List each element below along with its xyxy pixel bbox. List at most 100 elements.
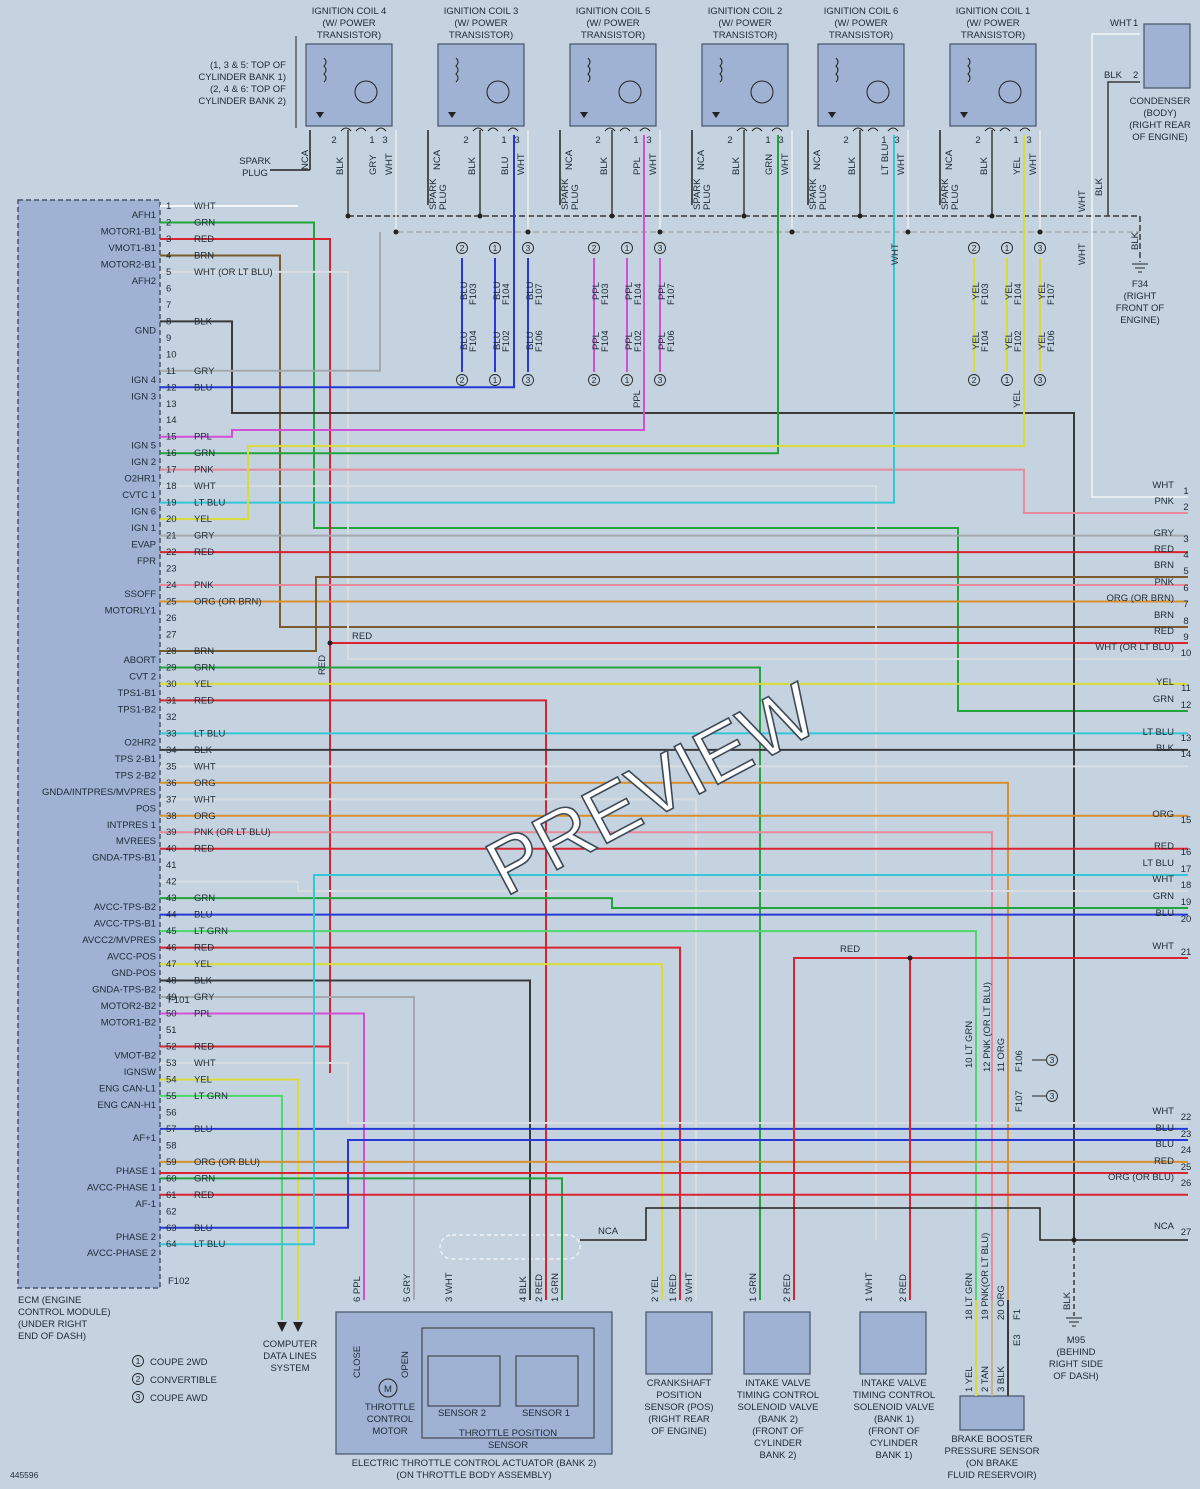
- ecm-pin-26: 26: [166, 613, 177, 624]
- ivt1-label: BANK 1): [876, 1450, 913, 1461]
- open-label: OPEN: [400, 1351, 411, 1378]
- right-wire-color-9: RED: [1154, 626, 1174, 637]
- can-l1-wire: [160, 1078, 299, 1320]
- coil-sub: TRANSISTOR): [581, 30, 645, 41]
- ecm-caption: CONTROL MODULE): [18, 1307, 111, 1318]
- option-marker-text: 3: [1050, 1055, 1055, 1065]
- option-marker: [968, 374, 980, 386]
- ecm-signal-31: TPS1-B2: [117, 704, 156, 715]
- option-marker-text: 1: [625, 375, 630, 385]
- connector-label: F104: [501, 283, 512, 305]
- ecm-signal-22: FPR: [137, 556, 156, 567]
- coil-pin-1: 1: [881, 135, 886, 146]
- ivt2-pin-label: 1 GRN: [748, 1273, 759, 1302]
- ecm-wire-label-50: PPL: [194, 1009, 212, 1020]
- right-wire-number-7: 7: [1183, 599, 1188, 610]
- wire-label-blk: BLK: [1062, 1291, 1073, 1310]
- right-wire-number-6: 6: [1183, 583, 1188, 594]
- tps-label: SENSOR: [488, 1440, 528, 1451]
- ecm-pin-31: 31: [166, 695, 177, 706]
- ecm-pin-10: 10: [166, 349, 177, 360]
- ecm-pin-42: 42: [166, 877, 177, 888]
- ivt2-red-wire: [793, 957, 1188, 1300]
- coil-pin-3: 3: [778, 135, 783, 146]
- option-marker-text: 1: [1005, 243, 1010, 253]
- coil-wire-sig: YEL: [1012, 157, 1023, 175]
- cylinder-note: CYLINDER BANK 1): [198, 72, 286, 83]
- abort-wire: [160, 576, 1188, 652]
- f34-label: F34: [1132, 279, 1148, 290]
- connector-label: F107: [666, 283, 677, 305]
- ecm-pin-23: 23: [166, 564, 177, 575]
- sensor2-label: SENSOR 2: [438, 1408, 486, 1419]
- coil-pin-3: 3: [1026, 135, 1031, 146]
- spark-plug-label-a: SPARK: [692, 178, 703, 210]
- ecm-wire-label-3: RED: [194, 234, 214, 245]
- ecm-pin-50: 50: [166, 1009, 177, 1020]
- pos-label: CRANKSHAFT: [647, 1378, 712, 1389]
- coil-pin-3: 3: [382, 135, 387, 146]
- option-marker: [588, 374, 600, 386]
- right-wire-number-4: 4: [1183, 550, 1188, 561]
- legend-text-3: COUPE AWD: [150, 1393, 208, 1404]
- pos-label: (RIGHT REAR: [648, 1414, 710, 1425]
- shield-icon: [439, 1234, 581, 1260]
- ecm-wire-label-5: WHT (OR LT BLU): [194, 267, 273, 278]
- motor-icon: [378, 1378, 398, 1398]
- option-marker: [621, 374, 633, 386]
- splice-dot: [525, 229, 531, 235]
- coil-wire-blk: BLK: [731, 156, 742, 175]
- inline-wire-color: YEL: [1037, 332, 1048, 350]
- right-wire-number-14: 14: [1181, 749, 1192, 760]
- coil-winding-icon: [835, 57, 839, 83]
- option-marker: [1046, 1090, 1058, 1102]
- coil-wire-wht: WHT: [1028, 153, 1039, 175]
- ecm-signal-57: AF+1: [133, 1133, 156, 1144]
- ecm-wire-label-52: RED: [194, 1041, 214, 1052]
- connector-label: F104: [600, 330, 611, 352]
- diode-icon: [712, 112, 720, 118]
- spark-plug-label-b: PLUG: [702, 184, 713, 210]
- ecm-pin-46: 46: [166, 943, 177, 954]
- ivt2-pin-label: 2 RED: [782, 1274, 793, 1302]
- wire-label-red: RED: [317, 655, 328, 675]
- ecm-signal-19: IGN 6: [131, 507, 156, 518]
- m95-label: OF DASH): [1053, 1371, 1098, 1382]
- right-wire-number-18: 18: [1181, 880, 1192, 891]
- coil-winding-icon: [719, 57, 723, 83]
- spark-plug-label-b: PLUG: [818, 184, 829, 210]
- connector-label: F103: [600, 283, 611, 305]
- right-wire-color-11: YEL: [1156, 677, 1174, 688]
- ecm-pin-32: 32: [166, 712, 177, 723]
- splice-dot: [907, 955, 913, 961]
- right-wire-number-8: 8: [1183, 616, 1188, 627]
- ecm-wire-label-53: WHT: [194, 1058, 216, 1069]
- option-marker-text: 1: [625, 243, 630, 253]
- right-wire-color-23: BLU: [1156, 1123, 1175, 1134]
- right-wire-number-23: 23: [1181, 1129, 1192, 1140]
- option-marker-text: 3: [658, 375, 663, 385]
- right-wire-color-20: BLU: [1156, 908, 1175, 919]
- ecm-pin-11: 11: [166, 366, 176, 377]
- ign2-wire: [160, 135, 779, 455]
- right-wire-color-7: ORG (OR BRN): [1106, 593, 1174, 604]
- ecm-signal-36: GNDA/INTPRES/MVPRES: [42, 787, 156, 798]
- ivt2-label: SOLENOID VALVE: [738, 1402, 819, 1413]
- right-wire-color-25: RED: [1154, 1156, 1174, 1167]
- ecm-pin-5: 5: [166, 267, 171, 278]
- ecm-wire-label-19: LT BLU: [194, 498, 225, 509]
- coil-pin-icon: [736, 127, 748, 132]
- ecm-pin-63: 63: [166, 1223, 177, 1234]
- coil-wire-sig: GRY: [368, 154, 379, 175]
- splice-dot: [327, 640, 333, 646]
- bbp-wire-label: 10 LT GRN: [964, 1021, 975, 1068]
- ecm-signal-21: EVAP: [131, 540, 156, 551]
- coil-pin-icon: [472, 127, 484, 132]
- ecm-pin-18: 18: [166, 481, 177, 492]
- etc-pin-label: 6 PPL: [352, 1276, 363, 1302]
- coil-pin-icon: [852, 127, 864, 132]
- transistor-icon: [486, 80, 510, 104]
- ecm-signal-47: GND-POS: [112, 968, 156, 979]
- transistor-icon: [750, 80, 774, 104]
- coil-nca: NCA: [432, 149, 443, 170]
